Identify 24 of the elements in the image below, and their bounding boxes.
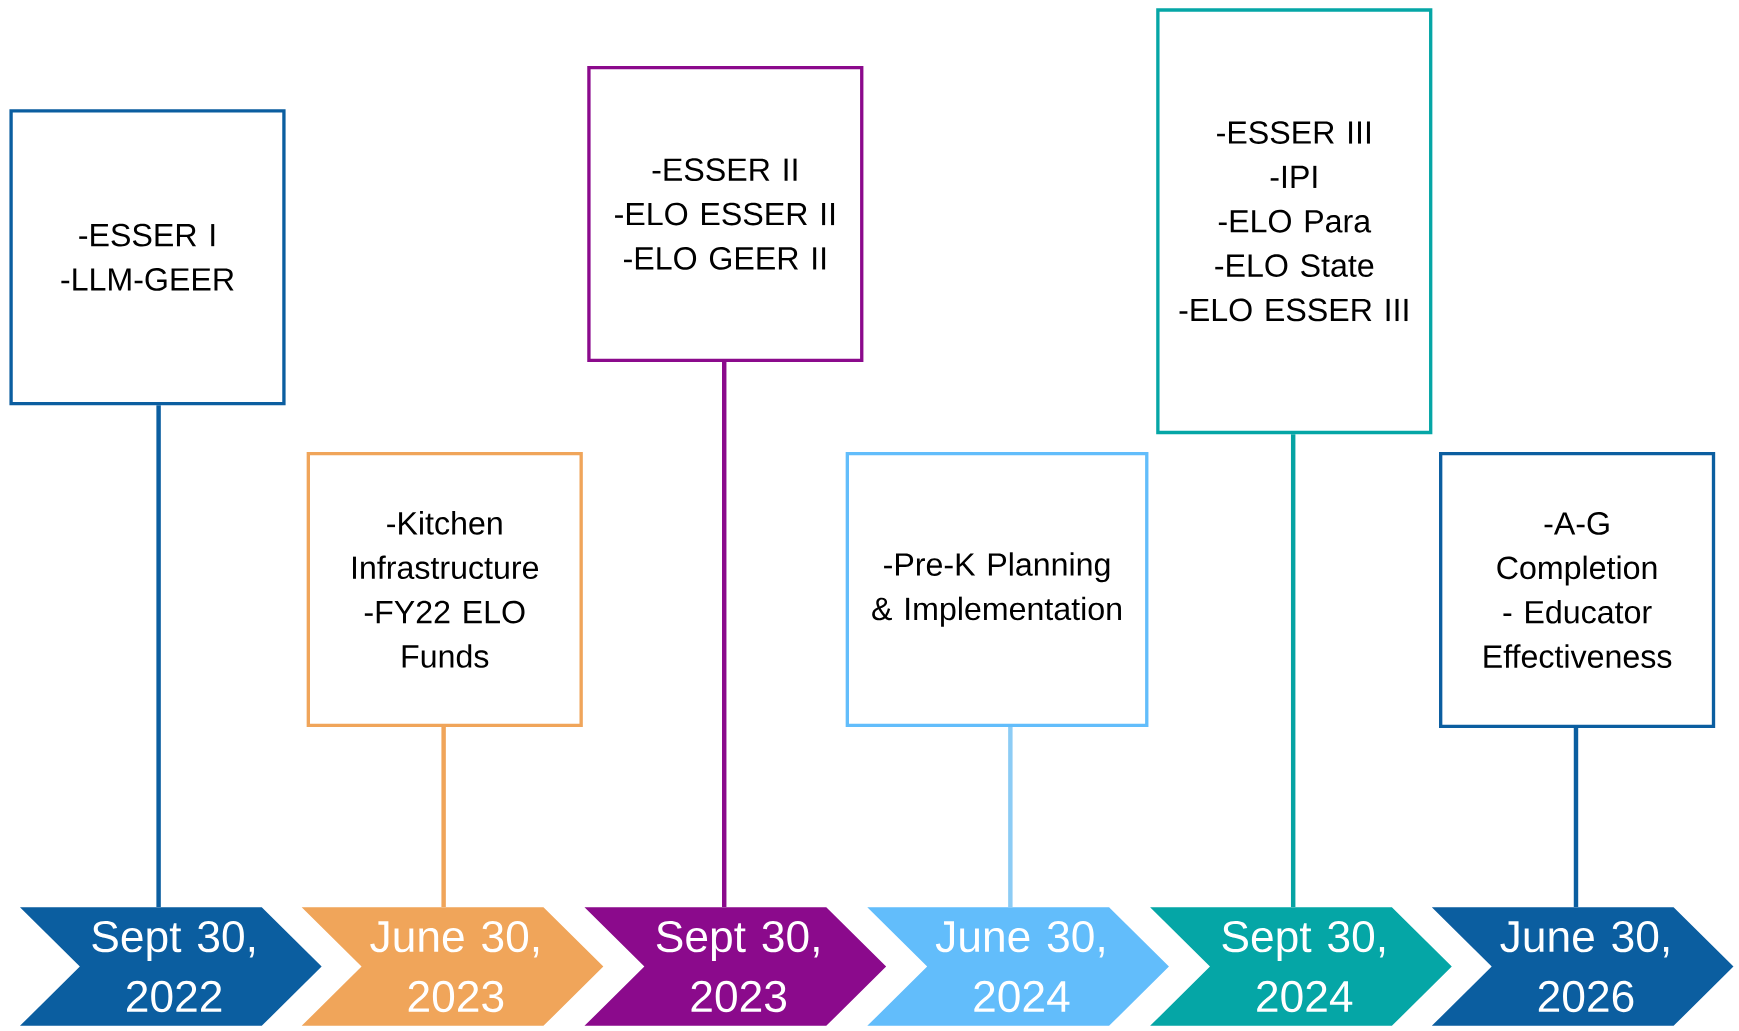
date-chevron: June 30, 2024 [867,907,1169,1026]
node-text: Sept 30, 2024 [1222,920,1385,1012]
node-text: June 30, 2023 [370,920,539,1012]
date-chevron: Sept 30, 2024 [1150,907,1452,1026]
node-text: Sept 30, 2022 [92,920,254,1012]
node-text: June 30, 2026 [1500,920,1669,1012]
node-text: Sept 30, 2023 [656,920,819,1012]
connector-line [441,726,446,907]
text-box: -Pre-K Planning & Implementation [845,451,1149,727]
connector-line [156,405,161,907]
date-chevron: June 30, 2026 [1431,907,1734,1026]
text-box: -Kitchen Infrastructure -FY22 ELO Funds [306,451,583,727]
text-box: -ESSER II -ELO ESSER II -ELO GEER II [587,65,864,362]
text-box: -ESSER I -LLM-GEER [9,109,286,406]
connector-line [1573,727,1579,907]
date-chevron: June 30, 2023 [301,907,604,1026]
connector-line [1290,434,1296,907]
text-box: -ESSER III -IPI -ELO Para -ELO State -ELO ESSER III [1156,8,1433,434]
node-text: June 30, 2024 [935,920,1104,1012]
connector-line [722,361,727,907]
date-chevron: Sept 30, 2023 [584,907,887,1026]
date-chevron: Sept 30, 2022 [19,907,322,1026]
text-box: -A-G Completion - Educator Effectiveness [1439,451,1716,728]
connector-line [1008,726,1013,907]
